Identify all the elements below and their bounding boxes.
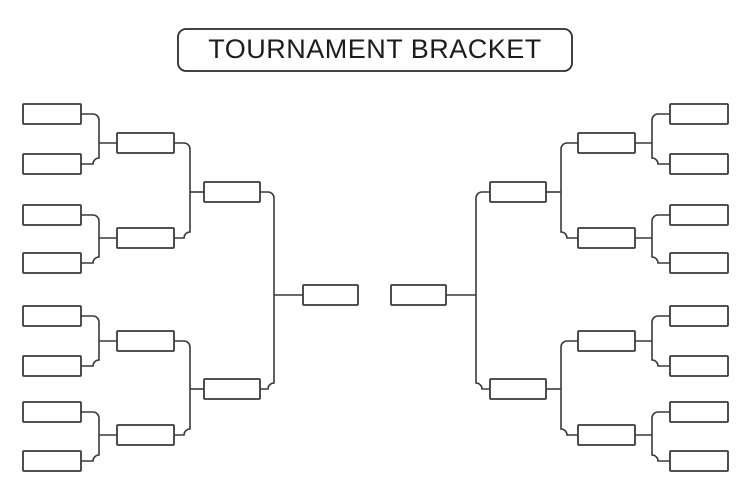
team-slot-L1-2[interactable]	[22, 153, 82, 175]
team-slot-R2-3[interactable]	[577, 330, 636, 352]
connector-bracket-LC-5	[174, 142, 191, 239]
page-title: TOURNAMENT BRACKET	[208, 34, 542, 64]
bracket-connector-right	[635, 113, 670, 165]
slot-left-round1[interactable]	[22, 450, 82, 472]
team-slot-R1-6[interactable]	[669, 355, 729, 377]
team-slot-L1-1[interactable]	[22, 103, 82, 125]
slot-left-round1[interactable]	[22, 355, 82, 377]
team-slot-L2-3[interactable]	[116, 330, 175, 352]
team-slot-L1-8[interactable]	[22, 450, 82, 472]
title-layer: TOURNAMENT BRACKET	[177, 28, 573, 72]
team-slot-R1-5[interactable]	[669, 305, 729, 327]
team-slot-R1-2[interactable]	[669, 153, 729, 175]
connector-bracket-RC-6	[560, 340, 578, 436]
slot-right-round1[interactable]	[669, 153, 729, 175]
connector-bracket-LC-3	[81, 315, 100, 367]
slot-left-final[interactable]	[302, 284, 359, 306]
team-slot-R2-4[interactable]	[577, 424, 636, 446]
connector-bracket-LC-7	[260, 191, 275, 390]
team-slot-R3-2[interactable]	[489, 378, 547, 400]
team-slot-L2-1[interactable]	[116, 132, 175, 154]
slot-left-round1[interactable]	[22, 204, 82, 226]
bracket-connector-left	[174, 142, 204, 239]
connector-bracket-LC-4	[81, 411, 100, 462]
slot-left-round1[interactable]	[22, 252, 82, 274]
connector-bracket-LC-6	[174, 340, 191, 436]
slot-left-semifinal[interactable]	[203, 181, 261, 203]
team-slot-R3-1[interactable]	[489, 181, 547, 203]
bracket-connector-left	[81, 411, 117, 462]
team-slot-RF-1[interactable]	[390, 284, 447, 306]
slot-left-round1[interactable]	[22, 401, 82, 423]
slot-left-semifinal[interactable]	[203, 378, 261, 400]
bracket-connector-right	[635, 315, 670, 367]
slot-right-round1[interactable]	[669, 355, 729, 377]
connector-layer	[81, 113, 670, 462]
team-slot-L1-3[interactable]	[22, 204, 82, 226]
team-slot-L1-7[interactable]	[22, 401, 82, 423]
connector-bracket-RC-1	[651, 113, 670, 165]
connector-bracket-RC-3	[651, 315, 670, 367]
bracket-connector-left	[81, 315, 117, 367]
connector-bracket-RC-2	[651, 214, 670, 264]
connector-bracket-RC-4	[651, 411, 670, 462]
slot-right-round2[interactable]	[577, 227, 636, 249]
slot-left-round2[interactable]	[116, 424, 175, 446]
slot-left-round1[interactable]	[22, 103, 82, 125]
bracket-connector-right	[635, 411, 670, 462]
slot-right-semifinal[interactable]	[489, 378, 547, 400]
slot-right-round1[interactable]	[669, 401, 729, 423]
slot-left-round2[interactable]	[116, 132, 175, 154]
team-slot-R1-7[interactable]	[669, 401, 729, 423]
slot-left-round1[interactable]	[22, 305, 82, 327]
slot-right-round2[interactable]	[577, 132, 636, 154]
team-slot-LF-1[interactable]	[302, 284, 359, 306]
team-slot-L3-1[interactable]	[203, 181, 261, 203]
team-slot-L1-4[interactable]	[22, 252, 82, 274]
bracket-connector-left	[174, 340, 204, 436]
connector-bracket-LC-2	[81, 214, 100, 264]
bracket-connector-left	[81, 214, 117, 264]
connector-bracket-LC-1	[81, 113, 100, 165]
slot-right-round2[interactable]	[577, 424, 636, 446]
team-slot-R1-4[interactable]	[669, 252, 729, 274]
team-slot-L2-4[interactable]	[116, 424, 175, 446]
team-slot-R2-1[interactable]	[577, 132, 636, 154]
bracket-connector-right	[546, 340, 578, 436]
slot-right-round2[interactable]	[577, 330, 636, 352]
team-slot-L2-2[interactable]	[116, 227, 175, 249]
bracket-connector-right	[635, 214, 670, 264]
slot-left-round1[interactable]	[22, 153, 82, 175]
slot-right-final[interactable]	[390, 284, 447, 306]
bracket-connector-left	[260, 191, 303, 390]
slot-left-round2[interactable]	[116, 330, 175, 352]
connector-bracket-RC-7	[475, 191, 490, 390]
slot-right-round1[interactable]	[669, 305, 729, 327]
slot-right-round1[interactable]	[669, 450, 729, 472]
connector-bracket-RC-5	[560, 142, 578, 239]
team-slot-L1-5[interactable]	[22, 305, 82, 327]
team-slot-L3-2[interactable]	[203, 378, 261, 400]
team-slot-R2-2[interactable]	[577, 227, 636, 249]
slot-left-round2[interactable]	[116, 227, 175, 249]
slot-right-round1[interactable]	[669, 252, 729, 274]
team-slot-L1-6[interactable]	[22, 355, 82, 377]
slot-layer	[22, 103, 729, 472]
title-box	[177, 28, 573, 72]
slot-right-semifinal[interactable]	[489, 181, 547, 203]
team-slot-R1-1[interactable]	[669, 103, 729, 125]
slot-right-round1[interactable]	[669, 103, 729, 125]
team-slot-R1-8[interactable]	[669, 450, 729, 472]
bracket-connector-left	[81, 113, 117, 165]
slot-right-round1[interactable]	[669, 204, 729, 226]
bracket-connector-right	[546, 142, 578, 239]
team-slot-R1-3[interactable]	[669, 204, 729, 226]
bracket-connector-right	[446, 191, 490, 390]
